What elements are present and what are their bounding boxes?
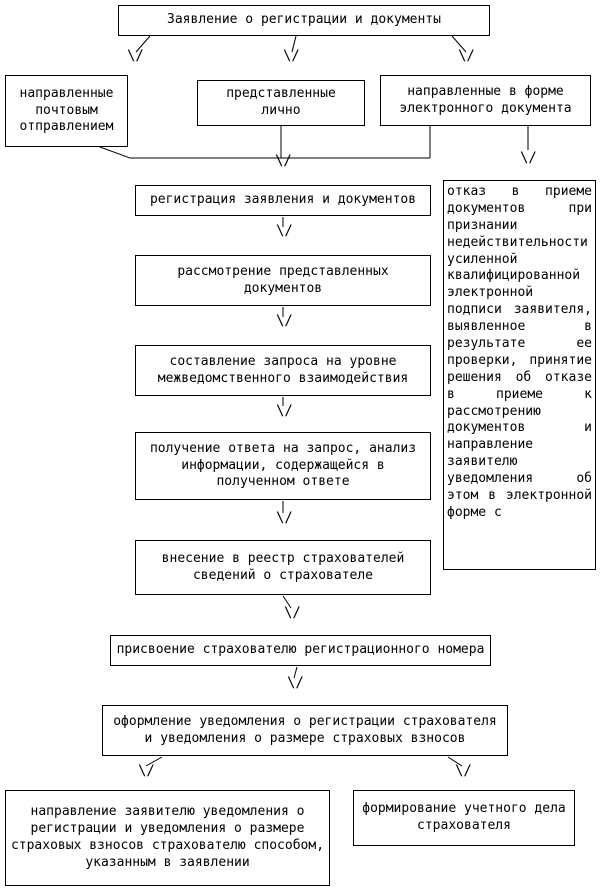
node-sent-electronically: направленные в форме электронного докуме… <box>380 75 591 126</box>
down-arrow-icon: \/ <box>276 223 293 239</box>
node-review-documents: рассмотрение представленных документов <box>135 255 431 306</box>
node-case-file: формирование учетного дела страхователя <box>353 790 575 846</box>
node-application: Заявление о регистрации и документы <box>118 5 490 36</box>
down-arrow-icon: \/ <box>138 763 155 779</box>
down-arrow-icon: \/ <box>284 605 301 621</box>
down-arrow-icon: \/ <box>276 510 293 526</box>
down-arrow-icon: \/ <box>458 48 475 64</box>
connector-line <box>99 146 131 159</box>
node-refusal: отказ в приеме документов при признании … <box>443 180 596 570</box>
down-arrow-icon: \/ <box>520 150 537 166</box>
down-arrow-icon: \/ <box>276 313 293 329</box>
node-registration: регистрация заявления и документов <box>135 185 431 216</box>
node-response-analysis: получение ответа на запрос, анализ инфор… <box>135 432 431 500</box>
down-arrow-icon: \/ <box>127 48 144 64</box>
node-sent-by-mail: направленные почтовым отправлением <box>5 75 128 147</box>
node-notification-send: направление заявителю уведомления о реги… <box>5 790 330 886</box>
node-interagency-request: составление запроса на уровне межведомст… <box>135 345 431 396</box>
down-arrow-icon: \/ <box>275 153 292 169</box>
down-arrow-icon: \/ <box>283 48 300 64</box>
node-notification-issue: оформление уведомления о регистрации стр… <box>102 705 508 756</box>
down-arrow-icon: \/ <box>455 763 472 779</box>
node-number-assignment: присвоение страхователю регистрационного… <box>110 635 491 666</box>
node-register-entry: внесение в реестр страхователей сведений… <box>135 540 431 595</box>
down-arrow-icon: \/ <box>287 675 304 691</box>
node-submitted-in-person: представленные лично <box>197 80 365 126</box>
down-arrow-icon: \/ <box>276 403 293 419</box>
